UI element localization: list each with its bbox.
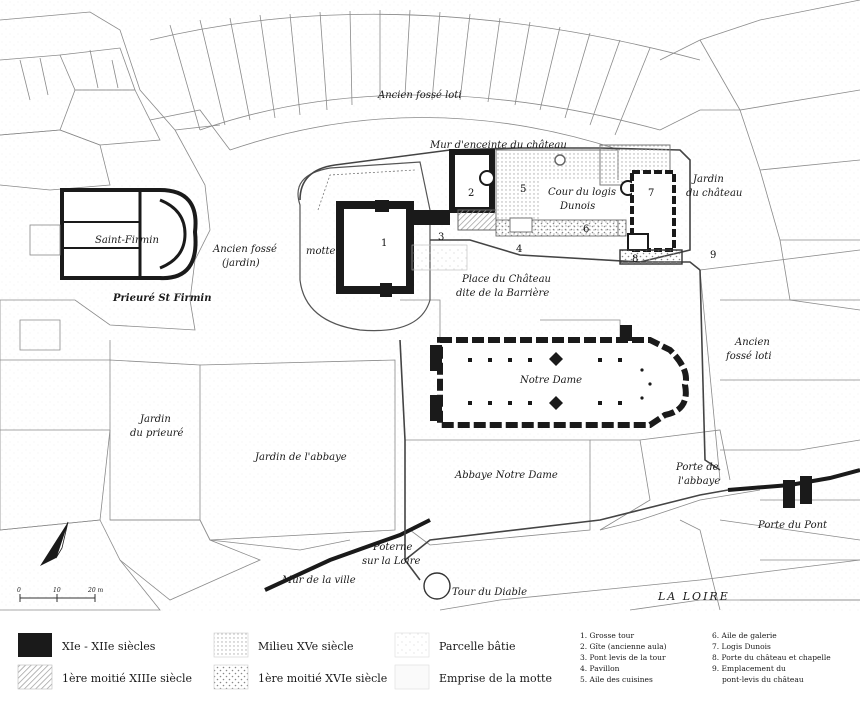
map-labels: Ancien fossé loti Mur d'enceinte du chât…: [95, 90, 828, 603]
porte-pont-tower: [783, 480, 795, 508]
label-ancien-fosse: Ancien fossé: [212, 244, 277, 255]
saint-firmin-church: [29, 188, 198, 281]
label-poterne-2: sur la Loire: [362, 556, 421, 567]
key-4: 4. Pavillon: [580, 664, 620, 673]
label-porte-pont: Porte du Pont: [757, 520, 828, 531]
grosse-tour: [336, 200, 450, 297]
map-numbers: 1 2 3 4 5 6 7 8 9: [381, 184, 716, 265]
marker-3: 3: [438, 232, 444, 243]
label-poterne: Poterne: [372, 542, 413, 553]
label-jardin-chateau: Jardin: [691, 174, 724, 185]
key-8: 8. Porte du château et chapelle: [712, 653, 831, 662]
label-jardin-prieure: Jardin: [138, 414, 171, 425]
marker-5: 5: [520, 184, 526, 195]
key-1: 1. Grosse tour: [580, 631, 635, 640]
legend-swatch-xiii: [17, 664, 53, 690]
marker-6: 6: [583, 224, 589, 235]
label-jardin-abbaye: Jardin de l'abbaye: [253, 452, 347, 463]
label-prieure: Prieuré St Firmin: [112, 293, 211, 304]
legend-swatch-parcelle: [394, 632, 430, 658]
label-motte: motte: [306, 246, 336, 257]
label-place-chateau-2: dite de la Barrière: [456, 288, 549, 299]
legend-swatch-xi-xii: [18, 633, 52, 657]
marker-1: 1: [381, 238, 387, 249]
label-dunois: Dunois: [559, 201, 595, 212]
legend-item-4: 1ère moitié XVIe siècle: [258, 672, 387, 685]
key-5: 5. Aile des cuisines: [580, 675, 653, 684]
label-tour-diable: Tour du Diable: [452, 587, 527, 598]
scale-tick-10: 10: [53, 587, 61, 594]
key-7: 7. Logis Dunois: [712, 642, 771, 651]
label-place-chateau: Place du Château: [461, 274, 551, 285]
key-3: 3. Pont levis de la tour: [580, 653, 666, 662]
label-porte-abbaye-2: l'abbaye: [678, 476, 720, 487]
north-arrow-icon: [40, 521, 69, 566]
legend-item-5: Parcelle bâtie: [439, 640, 515, 653]
porte-pont-tower: [800, 476, 812, 504]
key-9: 9. Emplacement du: [712, 664, 786, 673]
legend-item-2: 1ère moitié XIIIe siècle: [62, 672, 192, 685]
label-la-loire: LA LOIRE: [657, 590, 730, 603]
label-fosse-loti-right: fossé loti: [725, 351, 772, 362]
label-cour-logis: Cour du logis: [548, 187, 616, 198]
paper-texture: [0, 0, 860, 612]
notre-dame-church: [430, 325, 689, 428]
tour-du-diable: [423, 572, 451, 600]
label-mur-ville: Mur de la ville: [281, 575, 356, 586]
label-notre-dame: Notre Dame: [519, 375, 582, 386]
legend-swatch-xv: [213, 632, 249, 658]
marker-2: 2: [468, 188, 474, 199]
label-jardin-prieure-2: du prieuré: [130, 428, 184, 439]
label-abbaye-nd: Abbaye Notre Dame: [454, 470, 558, 481]
label-saint-firmin: Saint-Firmin: [95, 235, 159, 246]
label-jardin-chateau-2: du château: [686, 188, 742, 199]
legend-swatch-motte: [394, 664, 430, 690]
motte-outline: [297, 161, 431, 332]
legend-item-6: Emprise de la motte: [439, 672, 552, 685]
marker-7: 7: [648, 188, 654, 199]
scale-tick-20: 20 m: [87, 587, 104, 594]
legend: XIe - XIIe siècles 1ère moitié XIIIe siè…: [17, 631, 831, 690]
label-ancien-fosse-jardin: (jardin): [222, 258, 260, 269]
marker-8: 8: [632, 254, 638, 265]
marker-4: 4: [516, 244, 522, 255]
marker-9: 9: [710, 250, 716, 261]
label-mur-enceinte: Mur d'enceinte du château: [429, 140, 567, 151]
scale-bar: 0 10 20 m: [17, 587, 104, 602]
label-ancien-right: Ancien: [734, 337, 770, 348]
key-9b: pont-levis du château: [722, 675, 804, 684]
legend-swatch-xvi: [213, 664, 249, 690]
label-ancien-fosse-loti: Ancien fossé loti: [377, 90, 462, 101]
city-wall: [264, 518, 431, 592]
legend-item-3: Milieu XVe siècle: [258, 640, 354, 653]
legend-item-1: XIe - XIIe siècles: [62, 640, 156, 653]
key-6: 6. Aile de galerie: [712, 631, 777, 640]
key-2: 2. Gîte (ancienne aula): [580, 642, 667, 651]
scale-tick-0: 0: [17, 587, 21, 594]
label-porte-abbaye: Porte de: [675, 462, 719, 473]
